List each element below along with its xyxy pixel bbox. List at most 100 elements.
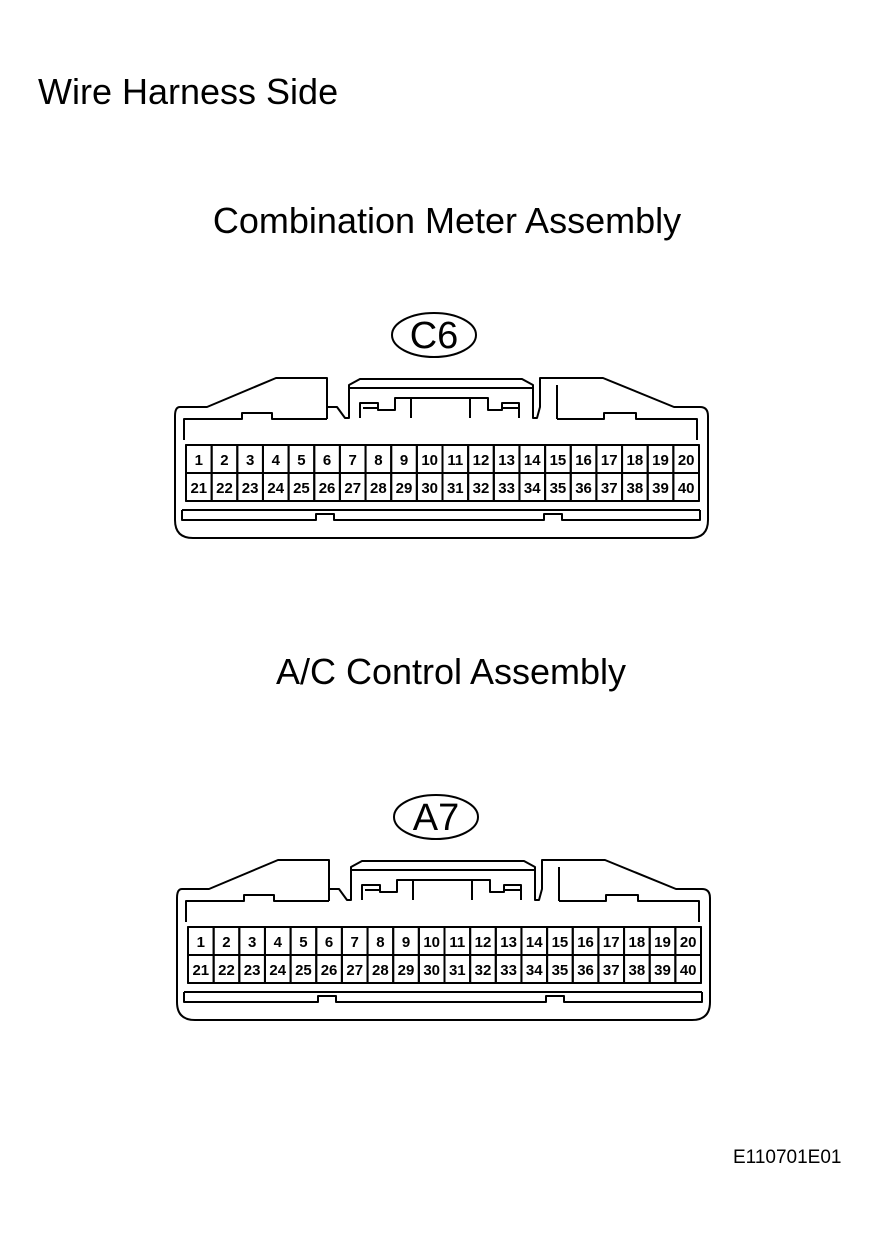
pin-number: 30	[423, 962, 440, 979]
pin-number: 14	[526, 934, 543, 951]
pin-number: 24	[267, 480, 284, 497]
locking-latch	[361, 879, 522, 900]
pin-number: 17	[603, 934, 620, 951]
connector-code: A7	[413, 797, 459, 839]
pin-number: 27	[346, 962, 363, 979]
pin-number: 38	[629, 962, 646, 979]
pin-number: 5	[297, 452, 305, 469]
pin-number: 37	[603, 962, 620, 979]
connector-housing	[176, 859, 711, 1021]
pin-number: 40	[680, 962, 697, 979]
connector-code-ellipse	[391, 312, 477, 358]
housing-inner-right	[559, 894, 700, 922]
pin-number: 13	[498, 452, 515, 469]
pin-number: 40	[678, 480, 695, 497]
pin-number: 39	[654, 962, 671, 979]
pin-number: 34	[524, 480, 541, 497]
pin-number: 22	[218, 962, 235, 979]
pin-number: 5	[299, 934, 307, 951]
pin-number: 28	[372, 962, 389, 979]
pin-number: 36	[577, 962, 594, 979]
pin-number: 20	[678, 452, 695, 469]
pin-number: 31	[449, 962, 466, 979]
pin-number: 12	[473, 452, 490, 469]
pin-number: 1	[195, 452, 203, 469]
pin-number: 23	[242, 480, 259, 497]
pin-number: 9	[402, 934, 410, 951]
housing-inner-right	[557, 412, 698, 440]
pin-number: 31	[447, 480, 464, 497]
pin-number: 30	[421, 480, 438, 497]
pin-number: 11	[449, 934, 465, 951]
pin-number: 14	[524, 452, 541, 469]
pin-number: 6	[325, 934, 333, 951]
housing-inner-left	[185, 894, 329, 922]
housing-inner-left	[183, 412, 327, 440]
pin-number: 2	[222, 934, 230, 951]
pin-number: 23	[244, 962, 261, 979]
connector-code-ellipse	[393, 794, 479, 840]
pin-number: 3	[246, 452, 254, 469]
pin-number: 21	[190, 480, 207, 497]
pin-number: 10	[423, 934, 440, 951]
pin-number: 28	[370, 480, 387, 497]
pin-number: 7	[349, 452, 357, 469]
pin-cell	[674, 954, 702, 984]
pin-number: 29	[396, 480, 413, 497]
pin-number: 32	[473, 480, 490, 497]
pin-number: 16	[577, 934, 594, 951]
pin-number: 12	[475, 934, 492, 951]
pin-number: 32	[475, 962, 492, 979]
figure-id: E110701E01	[733, 1147, 842, 1168]
pin-number: 35	[552, 962, 569, 979]
pin-number: 26	[321, 962, 338, 979]
pin-number: 13	[500, 934, 517, 951]
connector-title-ac-control: A/C Control Assembly	[275, 651, 627, 692]
pin-number: 21	[192, 962, 209, 979]
pin-number: 36	[575, 480, 592, 497]
pin-number: 33	[498, 480, 515, 497]
connector-title-combination-meter: Combination Meter Assembly	[212, 200, 682, 241]
connector-code: C6	[410, 315, 459, 357]
pin-number: 2	[220, 452, 228, 469]
pin-number: 8	[374, 452, 382, 469]
pin-number: 22	[216, 480, 233, 497]
pin-cell	[672, 472, 700, 502]
pin-number: 18	[627, 452, 644, 469]
latch-detail	[363, 398, 518, 418]
pin-number: 4	[274, 934, 283, 951]
pin-number: 18	[629, 934, 646, 951]
latch-detail	[365, 880, 520, 900]
pin-number: 15	[552, 934, 569, 951]
connector-housing	[174, 377, 709, 539]
pin-number: 4	[272, 452, 281, 469]
pin-number: 1	[197, 934, 205, 951]
pin-number: 11	[447, 452, 463, 469]
pin-number: 7	[351, 934, 359, 951]
pin-number: 25	[295, 962, 312, 979]
pin-number: 6	[323, 452, 331, 469]
locking-latch	[359, 397, 520, 418]
page-title: Wire Harness Side	[38, 71, 339, 112]
pin-number: 35	[550, 480, 567, 497]
pin-number: 27	[344, 480, 361, 497]
pin-number: 25	[293, 480, 310, 497]
pin-number: 19	[652, 452, 669, 469]
pin-number: 26	[319, 480, 336, 497]
pin-number: 29	[398, 962, 415, 979]
pin-number: 20	[680, 934, 697, 951]
pin-number: 10	[421, 452, 438, 469]
pin-number: 17	[601, 452, 618, 469]
pin-number: 37	[601, 480, 618, 497]
pin-number: 34	[526, 962, 543, 979]
pin-number: 3	[248, 934, 256, 951]
pin-number: 19	[654, 934, 671, 951]
pin-number: 16	[575, 452, 592, 469]
pin-number: 8	[376, 934, 384, 951]
housing-bottom-keys	[183, 992, 703, 1003]
